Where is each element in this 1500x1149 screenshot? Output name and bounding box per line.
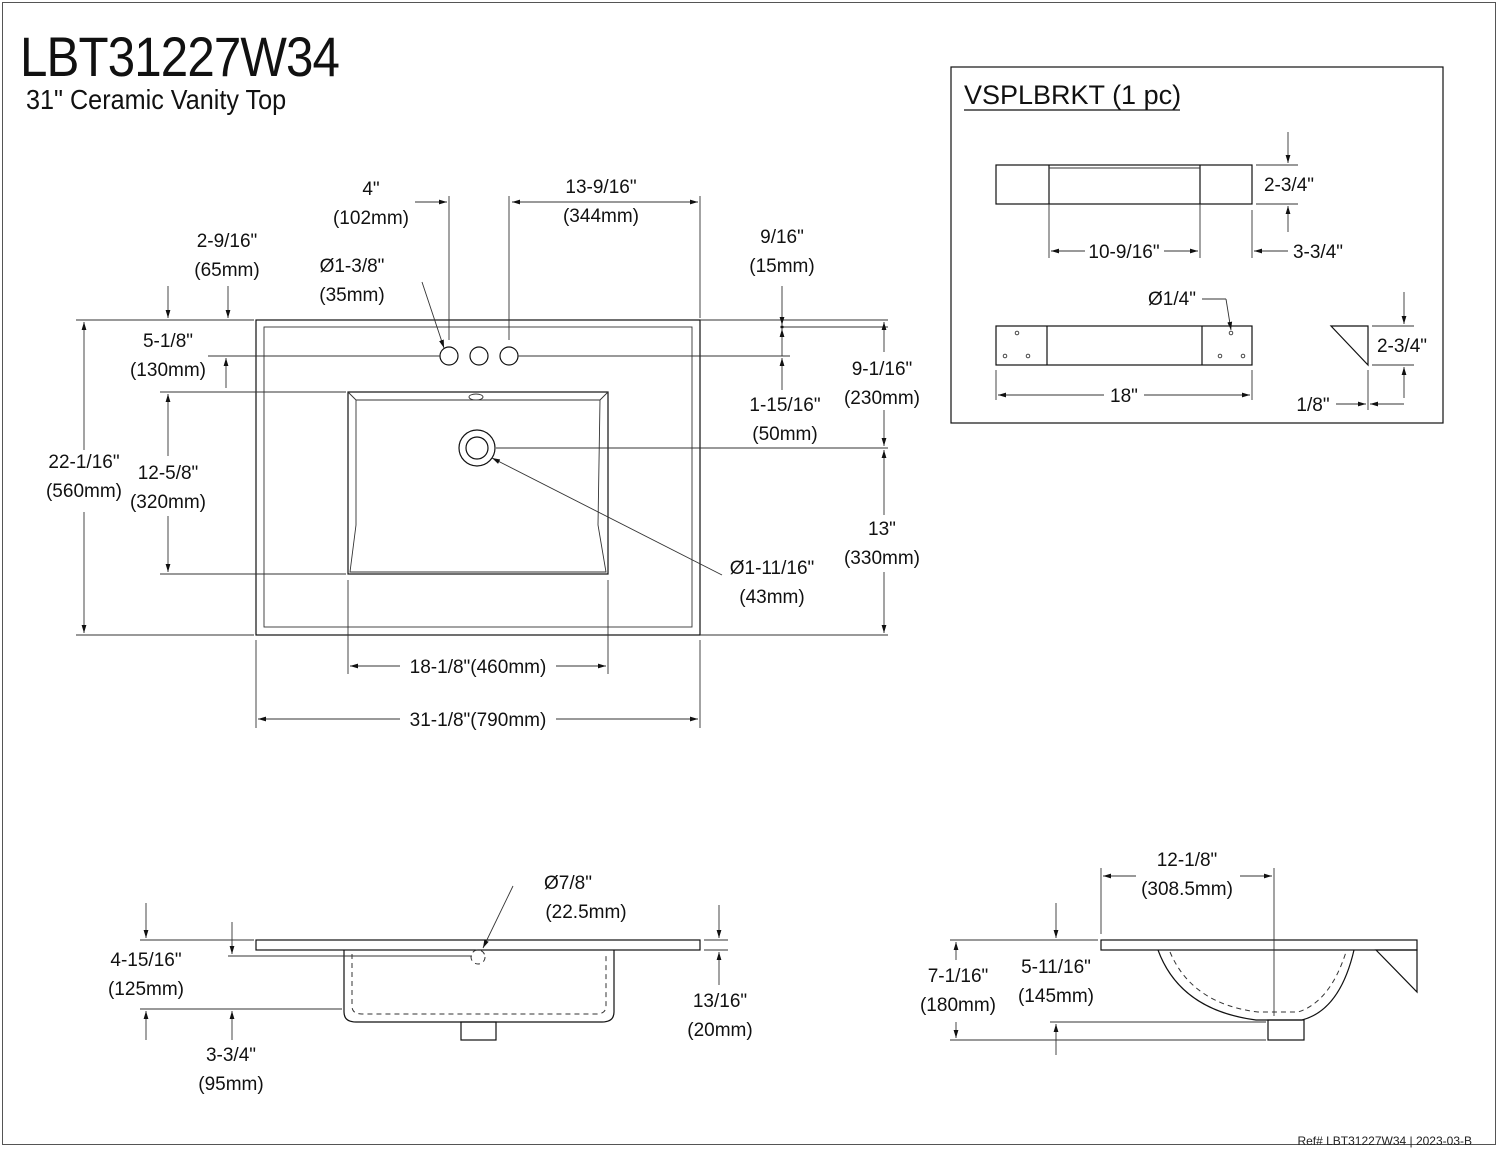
dim-18in: 18" [1110,386,1138,407]
front-bowl-inner [351,954,607,1015]
dim-bowl-width: 18-1/8"(460mm) [410,657,547,678]
dim-20mm: (20mm) [687,1020,752,1041]
side-bracket [1374,949,1418,994]
dim-43mm: (43mm) [739,587,804,608]
overflow-hole [468,393,484,401]
dim-7-1-16: 7-1/16" [928,966,989,987]
bracket-box [950,66,1444,424]
bracket-title: VSPLBRKT (1 pc) [964,80,1181,110]
drain-outer [458,429,496,467]
side-drain-tailpiece [1267,1019,1305,1041]
dim-35mm: (35mm) [319,285,384,306]
bracket-side [1329,325,1369,367]
dim-22-1-16: 22-1/16" [48,452,119,473]
faucet-hole-right [499,346,519,366]
dim-180mm: (180mm) [920,995,996,1016]
dim-bracket-2-3-4-b: 2-3/4" [1377,336,1427,357]
dim-9-16: 9/16" [760,227,804,248]
dim-95mm: (95mm) [198,1074,263,1095]
dim-12-1-8: 12-1/8" [1157,850,1218,871]
product-subtitle: 31" Ceramic Vanity Top [26,84,287,115]
dim-5-1-8: 5-1/8" [143,331,193,352]
dim-13-9-16: 13-9/16" [565,177,636,198]
dim-15mm: (15mm) [749,256,814,277]
side-vanity-slab [1100,939,1418,951]
dim-560mm: (560mm) [46,481,122,502]
vanity-top-inner-edge [263,326,693,628]
vanity-top-outline [255,319,701,636]
top-view: 4" (102mm) 13-9/16" (344mm) 2-9/16" (65m… [46,177,920,731]
faucet-hole-center [469,346,489,366]
front-vanity-slab [255,939,701,951]
dim-13-16: 13/16" [693,991,747,1012]
front-drain-tailpiece [460,1021,497,1041]
dim-22-5mm: (22.5mm) [545,902,626,923]
dim-5-11-16: 5-11/16" [1021,957,1091,978]
front-overflow [470,949,486,965]
front-bowl-outer [343,950,615,1023]
dim-bracket-hole: Ø1/4" [1148,289,1196,310]
dim-3-3-4: 3-3/4" [1293,242,1343,263]
model-number: LBT31227W34 [20,25,340,88]
reference-number: Ref# LBT31227W34 | 2023-03-B [1297,1134,1472,1148]
dim-2-9-16: 2-9/16" [197,231,258,252]
dim-102mm: (102mm) [333,208,409,229]
dim-bracket-2-3-4-a: 2-3/4" [1264,175,1314,196]
bracket-detail: VSPLBRKT (1 pc) 10-9/16" 2-3/4" 3-3/4" [950,66,1444,424]
side-bowl-inner [1169,951,1347,1013]
dim-9-1-16: 9-1/16" [852,359,913,380]
dim-230mm: (230mm) [844,388,920,409]
basin-inner-slope [349,399,607,573]
dim-overflow-diameter: Ø7/8" [544,873,592,894]
drain-inner [465,436,489,460]
dim-125mm: (125mm) [108,979,184,1000]
basin-outline [347,391,609,575]
bracket-plan [995,325,1253,366]
dim-308-5mm: (308.5mm) [1141,879,1233,900]
dim-65mm: (65mm) [194,260,259,281]
dim-1-8: 1/8" [1296,395,1329,416]
side-view: 12-1/8" (308.5mm) 7-1/16" (180mm) 5-11/1… [920,850,1418,1055]
dim-320mm: (320mm) [130,492,206,513]
dim-130mm: (130mm) [130,360,206,381]
dim-faucet-hole: Ø1-3/8" [320,256,385,277]
dim-10-9-16: 10-9/16" [1088,242,1159,263]
dim-145mm: (145mm) [1018,986,1094,1007]
dim-50mm: (50mm) [752,424,817,445]
front-view: Ø7/8" (22.5mm) 4-15/16" (125mm) 3-3/4" (… [108,873,753,1095]
bracket-elevation [995,164,1253,205]
dim-4in: 4" [362,179,379,200]
dim-front-3-3-4: 3-3/4" [206,1045,256,1066]
faucet-hole-left [439,346,459,366]
side-bowl-outer [1157,949,1355,1021]
dim-13in: 13" [868,519,896,540]
dim-12-5-8: 12-5/8" [138,463,199,484]
dim-344mm: (344mm) [563,206,639,227]
dim-4-15-16: 4-15/16" [110,950,181,971]
dim-1-15-16: 1-15/16" [749,395,820,416]
dim-total-width: 31-1/8"(790mm) [410,710,547,731]
dim-drain-diameter: Ø1-11/16" [730,558,815,579]
dim-330mm: (330mm) [844,548,920,569]
